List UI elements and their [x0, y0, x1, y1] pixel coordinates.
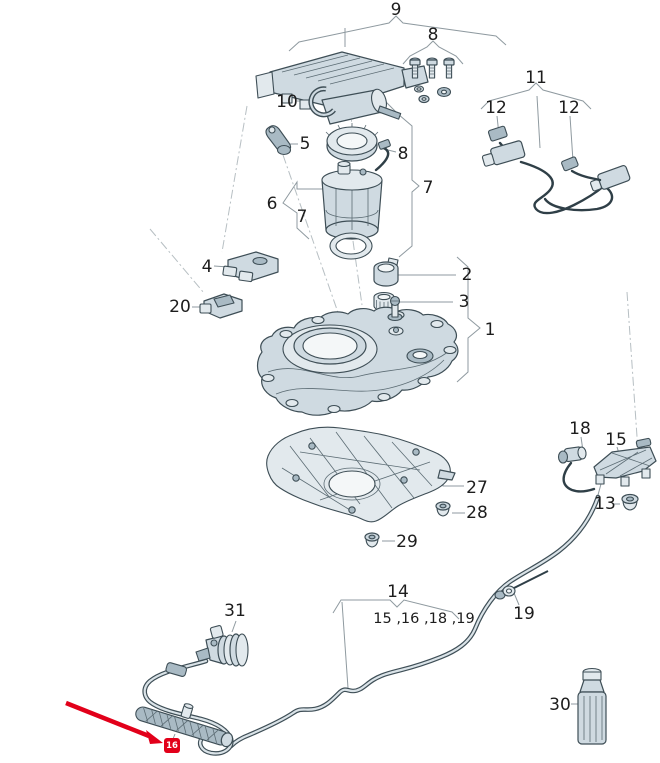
- callout-10[interactable]: 10: [276, 92, 298, 112]
- control-module-part: [255, 51, 429, 125]
- callout-30[interactable]: 30: [549, 695, 571, 715]
- seal-ring-part: [329, 232, 373, 260]
- callout-4[interactable]: 4: [202, 257, 213, 277]
- callout-3[interactable]: 3: [459, 292, 470, 312]
- callout-18[interactable]: 18: [569, 419, 591, 439]
- red-arrow: [65, 700, 163, 744]
- push-nut-29: [364, 532, 380, 548]
- callout-12-right[interactable]: 12: [558, 98, 580, 118]
- callout-labels: 9 8 10 5 11 12 12 8 7 6 7 2 3 1 4 20 18 …: [169, 0, 627, 715]
- clamp-part: [308, 86, 336, 118]
- mounting-bolts-part: [409, 57, 455, 104]
- wiring-harness-part: [481, 125, 631, 215]
- callout-13[interactable]: 13: [594, 494, 616, 514]
- callout-12-left[interactable]: 12: [485, 98, 507, 118]
- callout-7-left[interactable]: 7: [297, 207, 308, 227]
- callout-2[interactable]: 2: [462, 265, 473, 285]
- suction-pump-part-31: [195, 625, 249, 667]
- check-valve-part: [387, 295, 403, 322]
- sensor-part-18: [557, 446, 596, 493]
- callout-28[interactable]: 28: [466, 503, 488, 523]
- callout-14[interactable]: 14: [387, 582, 409, 602]
- elbow-fitting-part: [265, 125, 292, 156]
- callout-14-group[interactable]: 15 ,16 ,18 ,19: [373, 611, 474, 627]
- callout-6[interactable]: 6: [267, 194, 278, 214]
- callout-27[interactable]: 27: [466, 478, 488, 498]
- push-nut-28: [435, 501, 451, 517]
- fuel-pump-canister-part: [321, 139, 391, 240]
- callout-5[interactable]: 5: [300, 134, 311, 154]
- cable-tie-part-19: [494, 570, 549, 600]
- callout-31[interactable]: 31: [224, 601, 246, 621]
- cover-plate-part-27: [266, 426, 456, 523]
- callout-29[interactable]: 29: [396, 532, 418, 552]
- highlighted-part-badge[interactable]: 16: [164, 738, 180, 753]
- strainer-part-16-highlighted: [135, 703, 234, 748]
- connector-part-4: [222, 251, 279, 283]
- callout-9[interactable]: 9: [391, 0, 402, 20]
- lock-ring-part: [325, 123, 379, 162]
- callout-8-ring[interactable]: 8: [398, 144, 409, 164]
- tank-flange-part-1: [256, 295, 459, 416]
- callout-7-right[interactable]: 7: [423, 178, 434, 198]
- callout-20[interactable]: 20: [169, 297, 191, 317]
- callout-19[interactable]: 19: [513, 604, 535, 624]
- sealant-bottle-part-30: [577, 667, 607, 745]
- fuel-line-part: [142, 494, 601, 756]
- nut-part-13: [621, 493, 639, 511]
- badge-label: 16: [166, 741, 178, 751]
- callout-8-top[interactable]: 8: [428, 25, 439, 45]
- connector-part-20: [199, 293, 243, 319]
- cup-part-2: [373, 257, 399, 287]
- bracket-part-15: [593, 437, 657, 487]
- callout-11[interactable]: 11: [525, 68, 547, 88]
- callout-1[interactable]: 1: [485, 320, 496, 340]
- callout-15[interactable]: 15: [605, 430, 627, 450]
